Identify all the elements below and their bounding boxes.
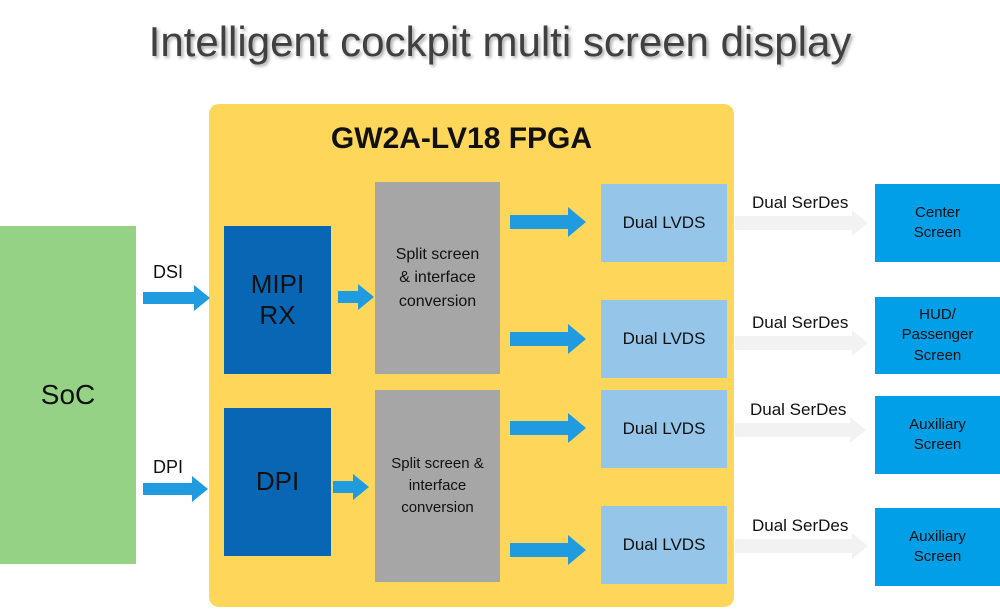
serdes-label-4: Dual SerDes [752, 516, 849, 535]
arrow-dpi-to-split [333, 474, 369, 500]
split-screen-converter-bottom: Split screen & interface conversion [375, 390, 500, 582]
arrow-dsi [143, 285, 210, 311]
dual-lvds-3: Dual LVDS [601, 390, 727, 468]
arrow-split-to-lvds-4 [510, 535, 586, 565]
page-title: Intelligent cockpit multi screen display [148, 18, 852, 65]
arrow-split-to-lvds-3 [510, 413, 586, 443]
arrow-dpi [143, 476, 208, 502]
arrow-split-to-lvds-2 [510, 324, 586, 354]
hud-passenger-screen: HUD/ Passenger Screen [875, 297, 1000, 374]
serdes-label-3: Dual SerDes [750, 400, 847, 419]
soc-label: SoC [40, 379, 96, 410]
fpga-label: GW2A-LV18 FPGA [330, 122, 593, 155]
serdes-label-2: Dual SerDes [752, 313, 849, 332]
dpi-input-label: DPI [153, 457, 184, 477]
mipi-rx-block: MIPI RX [224, 226, 331, 374]
dual-lvds-4: Dual LVDS [601, 506, 727, 584]
soc-block: SoC [0, 226, 136, 564]
split-screen-converter-top: Split screen & interface conversion [375, 182, 500, 374]
arrow-mipi-to-split [338, 284, 374, 310]
auxiliary-screen-2: Auxiliary Screen [875, 508, 1000, 586]
serdes-label-1: Dual SerDes [752, 193, 849, 212]
dpi-block: DPI [224, 408, 331, 556]
arrow-serdes-1 [735, 210, 868, 236]
auxiliary-screen-1: Auxiliary Screen [875, 396, 1000, 474]
arrow-serdes-4 [735, 533, 868, 559]
dsi-label: DSI [153, 262, 184, 282]
center-screen: Center Screen [875, 184, 1000, 262]
dual-lvds-1: Dual LVDS [601, 184, 727, 262]
arrow-serdes-2 [735, 330, 868, 356]
arrow-split-to-lvds-1 [510, 207, 586, 237]
arrow-serdes-3 [735, 417, 866, 443]
dual-lvds-2: Dual LVDS [601, 300, 727, 378]
